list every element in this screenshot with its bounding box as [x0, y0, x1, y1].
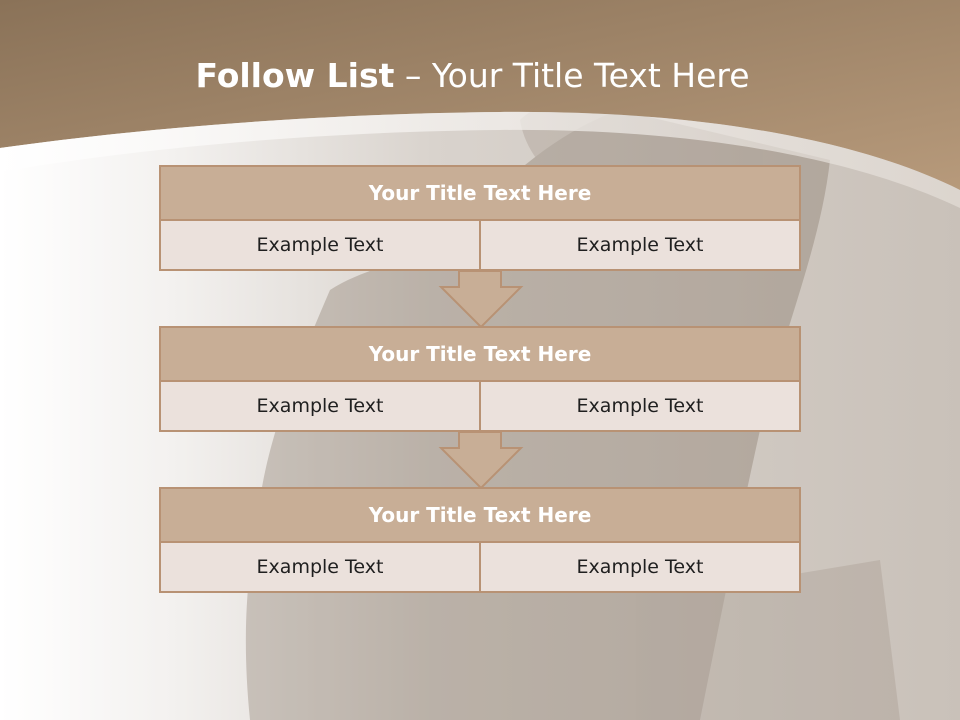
step-title: Your Title Text Here — [159, 487, 801, 543]
title-rest: – Your Title Text Here — [394, 56, 750, 95]
step-cell-left: Example Text — [159, 382, 481, 432]
step-cell-right: Example Text — [479, 221, 801, 271]
step-cell-right: Example Text — [479, 382, 801, 432]
step-block-1: Your Title Text Here Example Text Exampl… — [159, 165, 801, 271]
step-row: Example Text Example Text — [159, 543, 801, 593]
step-title: Your Title Text Here — [159, 165, 801, 221]
slide-title: Follow List – Your Title Text Here — [0, 56, 945, 95]
step-row: Example Text Example Text — [159, 382, 801, 432]
step-row: Example Text Example Text — [159, 221, 801, 271]
step-cell-left: Example Text — [159, 543, 481, 593]
step-block-3: Your Title Text Here Example Text Exampl… — [159, 487, 801, 593]
step-cell-right: Example Text — [479, 543, 801, 593]
title-bold: Follow List — [195, 56, 395, 95]
down-arrow-icon — [438, 271, 524, 329]
down-arrow-icon — [438, 432, 524, 490]
step-cell-left: Example Text — [159, 221, 481, 271]
step-block-2: Your Title Text Here Example Text Exampl… — [159, 326, 801, 432]
step-title: Your Title Text Here — [159, 326, 801, 382]
